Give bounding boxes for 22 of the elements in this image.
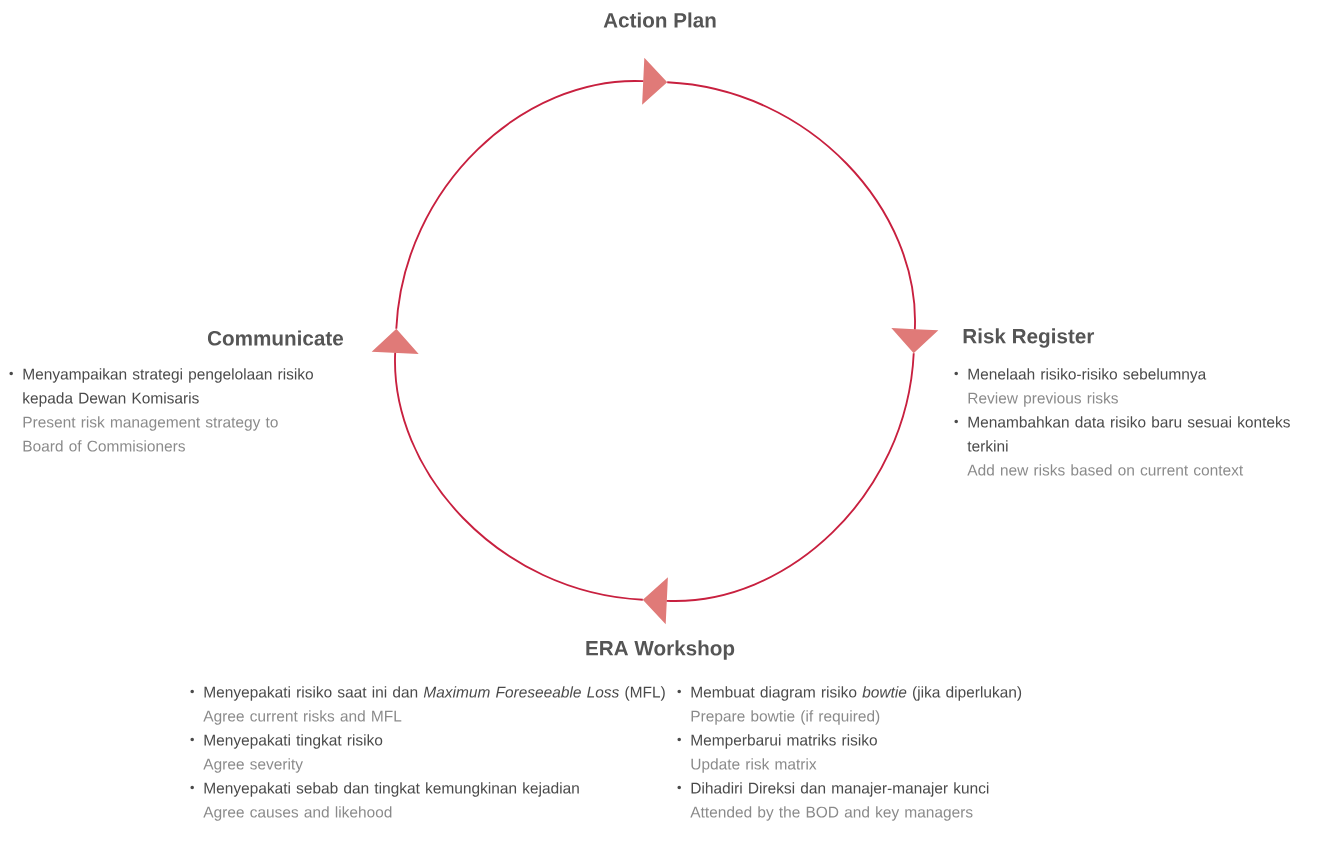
bullet-text: Menyepakati risiko saat ini dan Maximum Foreseeable Loss (MFL) xyxy=(204,686,665,701)
bullet-text: Menyampaikan strategi pengelolaan risiko kepada Dewan Komisaris xyxy=(23,368,313,407)
bullet-text: Menelaah risiko-risiko sebelumnya xyxy=(968,368,1207,383)
bullet-text: Menyepakati sebab dan tingkat kemungkinan kejadian xyxy=(204,782,579,797)
bullet-text: Memperbarui matriks risiko xyxy=(691,734,877,749)
translation-text: Review previous risks xyxy=(968,392,1118,407)
bullet-text: Menyepakati tingkat risiko xyxy=(204,734,383,749)
translation-text: Agree current risks and MFL xyxy=(203,710,402,725)
bullet-text: Menambahkan data risiko baru sesuai konteks terkini xyxy=(967,416,1290,452)
translation-text: Agree severity xyxy=(203,758,303,773)
stage-label: Action Plan xyxy=(603,12,716,28)
bullet-text: Dihadiri Direksi dan manajer-manajer kunci xyxy=(691,782,989,797)
stage-label: ERA Workshop xyxy=(586,640,735,660)
translation-text: Prepare bowtie (if required) xyxy=(691,710,880,725)
translation-text: Add new risks based on current context xyxy=(967,464,1244,476)
translation-text: Agree causes and likehood xyxy=(203,806,392,821)
translation-text: Attended by the BOD and key managers xyxy=(690,806,973,821)
translation-text: Update risk matrix xyxy=(691,758,817,773)
stage-label: Risk Register xyxy=(963,328,1095,348)
stage-label: Communicate xyxy=(207,330,344,346)
translation-text: Present risk management strategy to Board of Commisioners xyxy=(23,416,278,452)
bullet-text: Membuat diagram risiko bowtie (jika diperlukan) xyxy=(691,686,1022,701)
